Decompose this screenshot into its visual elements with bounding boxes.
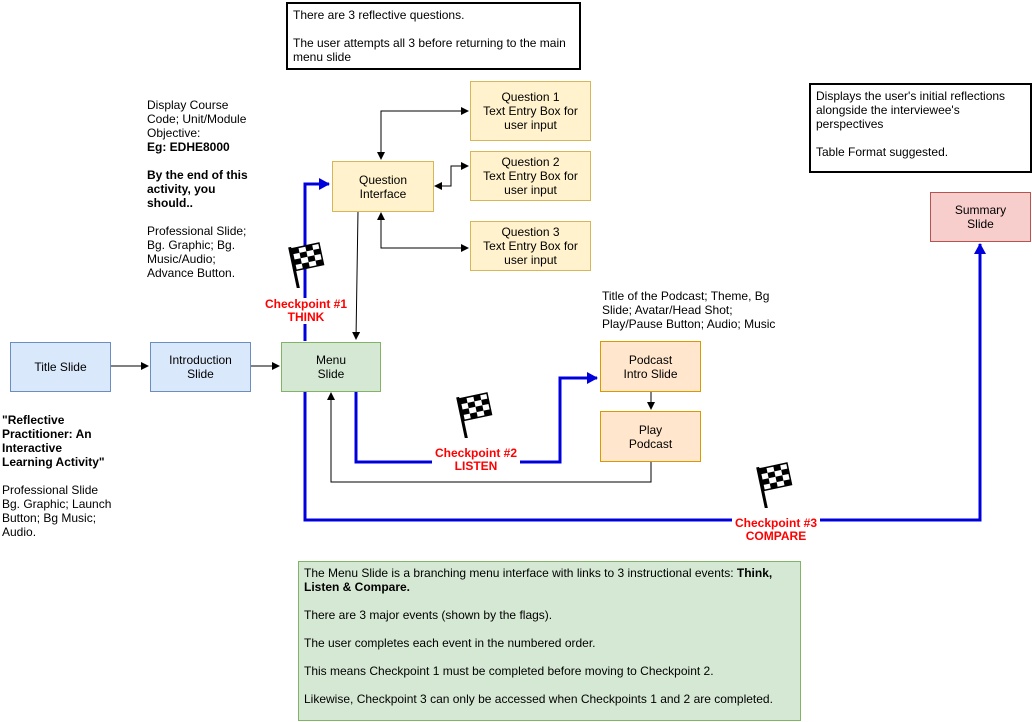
edge-q1 (377, 107, 469, 160)
title-quote: "Reflective Practitioner: An Interactive… (2, 413, 105, 469)
edge-question-menu (352, 210, 361, 340)
introduction-slide-node[interactable]: Introduction Slide (150, 342, 251, 392)
checkered-flag-icon (756, 462, 793, 508)
reflective-line2: The user attempts all 3 before returning… (293, 36, 566, 64)
checkpoint1-label: Checkpoint #1 THINK (262, 298, 350, 324)
checkpoint2-label: Checkpoint #2 LISTEN (432, 447, 520, 473)
reflective-line1: There are 3 reflective questions. (293, 8, 465, 22)
checkpoint2-label-text: LISTEN (454, 459, 498, 473)
checkpoint1-title: Checkpoint #1 (264, 297, 348, 311)
edge-play-menu (327, 392, 652, 483)
question3-node[interactable]: Question 3 Text Entry Box for user input (470, 221, 591, 271)
checkered-flag-icon (288, 242, 325, 288)
edge-q3 (377, 212, 469, 252)
menu-slide-node[interactable]: Menu Slide (281, 342, 381, 392)
play-podcast-node[interactable]: Play Podcast (600, 411, 701, 462)
menu-desc-intro: The Menu Slide is a branching menu inter… (304, 566, 795, 594)
menu-desc-p5: Likewise, Checkpoint 3 can only be acces… (304, 692, 773, 706)
checkpoint3-label: Checkpoint #3 COMPARE (732, 517, 820, 543)
menu-desc-p4: This means Checkpoint 1 must be complete… (304, 664, 714, 678)
menu-desc-intro-bold: Think, Listen & Compare. (304, 566, 773, 594)
intro-display-text: Display Course Code; Unit/Module Objecti… (147, 98, 247, 140)
summary-slide-node[interactable]: Summary Slide (930, 192, 1031, 242)
question2-node[interactable]: Question 2 Text Entry Box for user input (470, 151, 591, 201)
question1-node[interactable]: Question 1 Text Entry Box for user input (470, 81, 591, 141)
checkpoint2-path (354, 372, 598, 464)
checkpoint3-path (303, 243, 986, 522)
checkpoint2-title: Checkpoint #2 (434, 446, 518, 460)
checkpoint1-label-text: THINK (287, 310, 325, 324)
checkpoint1-path (303, 178, 330, 341)
menu-desc-intro-text: The Menu Slide is a branching menu inter… (304, 566, 737, 580)
intro-notes: Display Course Code; Unit/Module Objecti… (147, 98, 259, 280)
podcast-intro-node[interactable]: Podcast Intro Slide (600, 341, 701, 392)
intro-details-text: Professional Slide; Bg. Graphic; Bg. Mus… (147, 224, 247, 280)
menu-desc-p3: The user completes each event in the num… (304, 636, 596, 650)
edge-q2 (434, 162, 469, 190)
podcast-notes: Title of the Podcast; Theme, Bg Slide; A… (602, 289, 776, 331)
checkpoint3-label-text: COMPARE (745, 529, 807, 543)
title-details: Professional Slide Bg. Graphic; Launch B… (2, 483, 112, 539)
intro-objective-text: By the end of this activity, you should.… (147, 168, 248, 210)
menu-description-box: The Menu Slide is a branching menu inter… (298, 561, 801, 721)
question-interface-node[interactable]: Question Interface (332, 161, 434, 212)
checkered-flag-icon (456, 392, 493, 438)
summary-line2: Table Format suggested. (816, 145, 949, 159)
menu-desc-p2: There are 3 major events (shown by the f… (304, 608, 553, 622)
title-notes: "Reflective Practitioner: An Interactive… (2, 413, 112, 539)
title-slide-node[interactable]: Title Slide (10, 342, 111, 392)
intro-eg-text: Eg: EDHE8000 (147, 140, 230, 154)
checkpoint3-title: Checkpoint #3 (734, 516, 818, 530)
summary-line1: Displays the user's initial reflections … (816, 89, 1006, 131)
reflective-questions-box: There are 3 reflective questions. The us… (286, 2, 581, 70)
summary-description-box: Displays the user's initial reflections … (809, 83, 1032, 173)
